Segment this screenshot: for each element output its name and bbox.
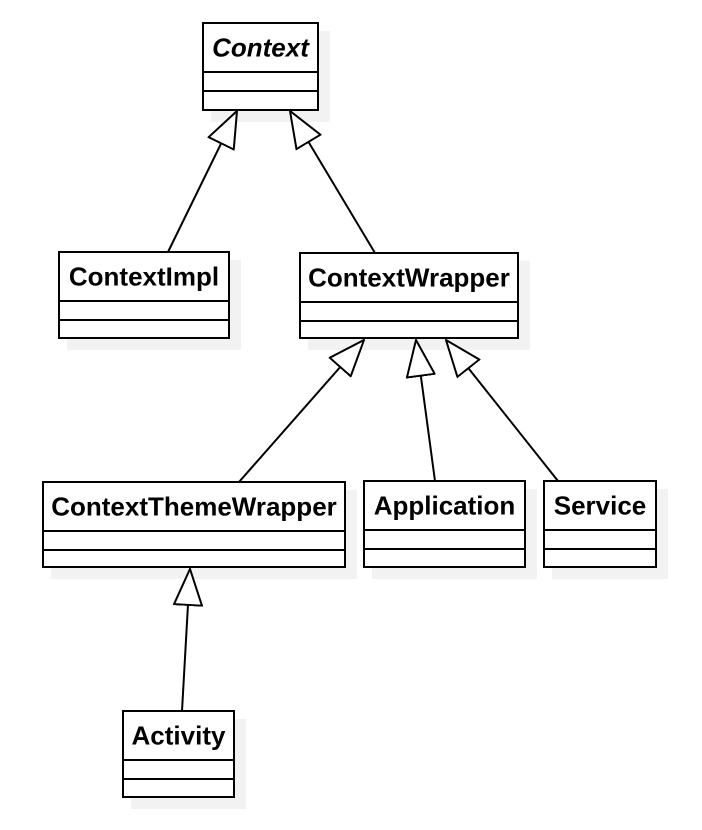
class-node-context: Context bbox=[202, 22, 319, 111]
class-box-application bbox=[363, 480, 526, 568]
class-name-label: Activity bbox=[132, 721, 226, 751]
edge-layer bbox=[167, 111, 559, 712]
class-node-context-wrapper: ContextWrapper bbox=[299, 252, 519, 339]
class-node-context-impl: ContextImpl bbox=[58, 251, 230, 339]
generalization-edge-activity-to-context-theme-wrapper bbox=[182, 569, 190, 712]
class-name-label: Service bbox=[554, 491, 647, 521]
generalization-edge-context-theme-wrapper-to-context-wrapper bbox=[238, 340, 364, 483]
class-box-activity bbox=[122, 710, 235, 798]
generalization-edge-context-wrapper-to-context bbox=[290, 111, 376, 254]
shadow-layer bbox=[51, 31, 668, 809]
class-name-label: ContextImpl bbox=[69, 262, 219, 292]
generalization-edge-context-impl-to-context bbox=[167, 111, 237, 253]
class-node-application: Application bbox=[363, 480, 526, 568]
class-node-context-theme-wrapper: ContextThemeWrapper bbox=[42, 481, 346, 568]
class-name-label: ContextThemeWrapper bbox=[51, 492, 337, 522]
class-box-context-impl bbox=[58, 251, 230, 339]
class-name-label: Context bbox=[212, 33, 310, 63]
class-node-service: Service bbox=[543, 480, 657, 568]
class-box-service bbox=[543, 480, 657, 568]
generalization-edge-application-to-context-wrapper bbox=[416, 340, 436, 482]
class-box-context-theme-wrapper bbox=[42, 481, 346, 568]
generalization-edge-service-to-context-wrapper bbox=[446, 340, 559, 482]
class-name-label: ContextWrapper bbox=[308, 263, 510, 293]
class-box-context-wrapper bbox=[299, 252, 519, 339]
class-box-context bbox=[202, 22, 319, 111]
class-node-activity: Activity bbox=[122, 710, 235, 798]
class-name-label: Application bbox=[374, 491, 516, 521]
